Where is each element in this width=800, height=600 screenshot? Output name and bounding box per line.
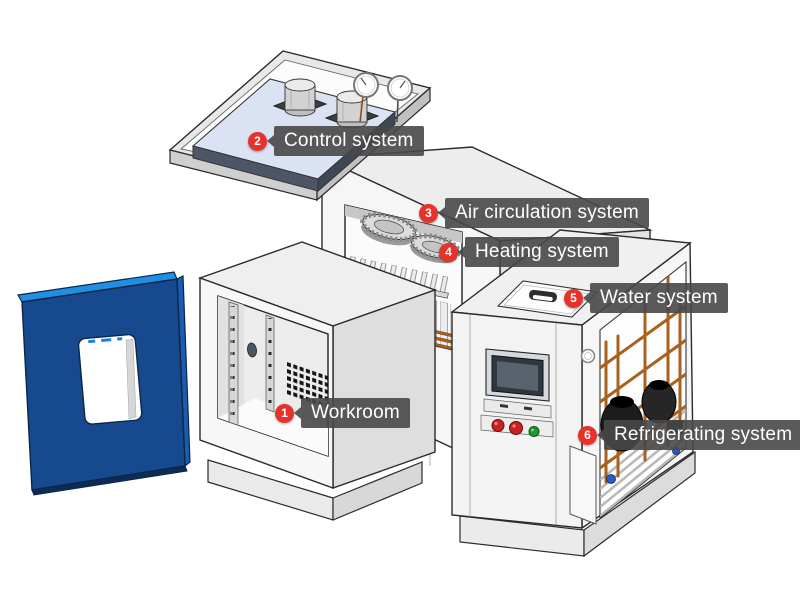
pressure-gauge (353, 72, 379, 123)
button-panel (480, 414, 554, 438)
touchscreen (485, 348, 550, 402)
callout-text-heating-system: Heating system (458, 237, 619, 267)
workroom (197, 241, 438, 521)
door-panel (17, 271, 191, 496)
callout-workroom: 1 Workroom (275, 398, 410, 428)
cable-port (247, 342, 257, 358)
shelf-rail (265, 314, 275, 413)
shelf-rail (228, 301, 239, 429)
slot-strip (483, 398, 552, 419)
callout-text-refrigerating-system: Refrigerating system (596, 420, 800, 450)
inner-panel (569, 445, 597, 525)
red-button (509, 421, 523, 435)
callout-text-control-system: Control system (267, 126, 424, 156)
green-button (528, 426, 540, 437)
callout-air-circulation-system: 3 Air circulation system (419, 198, 649, 228)
callout-badge-4: 4 (439, 242, 458, 262)
control-tray (168, 50, 432, 202)
callout-badge-1: 1 (275, 403, 294, 423)
red-button (491, 419, 505, 432)
callout-refrigerating-system: 6 Refrigerating system (578, 420, 800, 450)
callout-heating-system: 4 Heating system (439, 237, 619, 267)
callout-water-system: 5 Water system (564, 283, 728, 313)
callout-badge-2: 2 (248, 131, 267, 151)
side-gauge (580, 348, 596, 364)
callout-badge-3: 3 (419, 203, 438, 223)
callout-text-air-circulation-system: Air circulation system (438, 198, 649, 228)
fan-impeller (360, 211, 418, 246)
callout-badge-5: 5 (564, 288, 583, 308)
pressure-gauge (387, 75, 413, 123)
motor-cylinder (272, 78, 328, 117)
callout-text-workroom: Workroom (294, 398, 410, 428)
door-window (77, 333, 143, 425)
callout-control-system: 2 Control system (248, 126, 424, 156)
callout-text-water-system: Water system (583, 283, 728, 313)
callout-badge-6: 6 (578, 425, 597, 445)
